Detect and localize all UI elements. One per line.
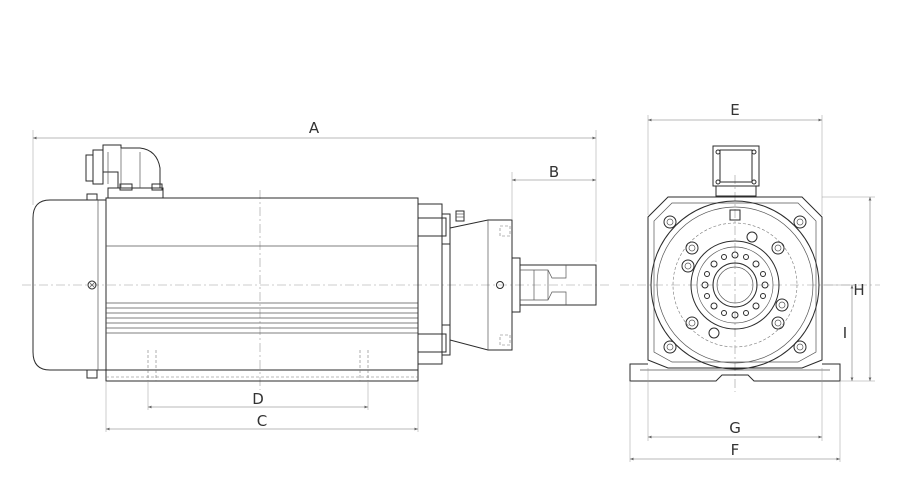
motor-foot [105, 369, 419, 382]
dimension-label-g: G [729, 419, 741, 437]
flange-bolt-holes [681, 231, 789, 339]
pitch-circle-holes [701, 251, 769, 319]
rear-lug-top [86, 193, 98, 201]
dimension-label-d: D [252, 390, 264, 408]
rear-screw-icon [87, 280, 97, 290]
flange-inner-circle [690, 240, 780, 330]
rear-end-cap [32, 199, 106, 371]
dimension-label-i: I [843, 324, 847, 342]
housing-screw-icon [496, 281, 504, 289]
front-foot [629, 363, 841, 382]
flange-outer-circle [650, 200, 820, 370]
rear-lug-bottom [86, 369, 98, 379]
corner-bolts [663, 215, 807, 354]
front-connector [712, 145, 760, 197]
grease-nipple [455, 210, 465, 222]
front-flange [417, 203, 443, 365]
dimension-label-f: F [731, 441, 740, 459]
dimension-label-e: E [730, 101, 739, 119]
front-view: E G F H I [620, 101, 880, 462]
dimension-label-h: H [853, 281, 864, 299]
dimension-label-b: B [549, 163, 559, 181]
dimension-label-c: C [257, 412, 267, 430]
motor-body [105, 197, 419, 371]
connector-box [85, 144, 164, 199]
output-shaft [511, 257, 597, 313]
front-grease-nipple [729, 209, 741, 221]
front-housing [647, 196, 823, 369]
side-view: A B D C [22, 119, 610, 432]
shaft-bore [712, 262, 758, 308]
dimension-label-a: A [309, 119, 320, 137]
